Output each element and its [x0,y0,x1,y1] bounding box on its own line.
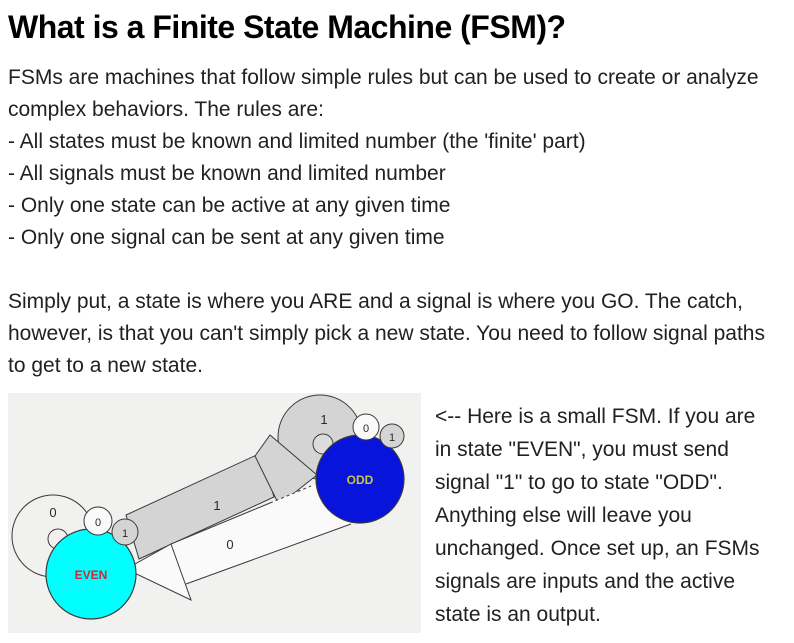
odd-loop-label: 1 [320,412,327,427]
odd-badge-circle-0 [352,413,380,441]
arrowhead-to-even-icon [124,543,192,601]
fsm-caption: <-- Here is a small FSM. If you are in s… [435,405,760,626]
state-odd-label: ODD [347,473,374,487]
rule-item: - All signals must be known and limited … [8,162,446,185]
transition-label-0: 0 [226,537,233,552]
fsm-diagram: 0 1 0 1 0 1 1 0 EVEN ODD [8,393,421,633]
transition-band-even-to-odd [125,452,275,560]
odd-badge-circle-1 [379,423,405,449]
rule-item: - All states must be known and limited n… [8,130,586,153]
rule-item: - Only one state can be active at any gi… [8,194,451,217]
even-badge-label-1: 1 [122,528,128,540]
band-edge [170,502,271,545]
transition-band-odd-to-even [171,485,351,584]
band-edge-dashed [269,485,312,504]
page-title: What is a Finite State Machine (FSM)? [8,9,566,45]
transition-label-1: 1 [213,498,220,513]
even-badge-label-0: 0 [95,517,101,529]
summary-paragraph: Simply put, a state is where you ARE and… [8,290,765,377]
rules-list: - All states must be known and limited n… [8,126,778,254]
even-badge-circle-0 [83,506,113,536]
rule-item: - Only one signal can be sent at any giv… [8,226,445,249]
band-edge [185,523,352,585]
state-even-label: EVEN [75,568,108,582]
odd-badge-label-0: 0 [363,423,369,435]
figure-row: 0 1 0 1 0 1 1 0 EVEN ODD <-- Here is a s… [8,393,786,633]
odd-badge-label-1: 1 [389,432,395,444]
even-badge-circle-1 [111,518,139,546]
even-loop-label: 0 [49,505,56,520]
intro-paragraph: FSMs are machines that follow simple rul… [8,66,759,121]
